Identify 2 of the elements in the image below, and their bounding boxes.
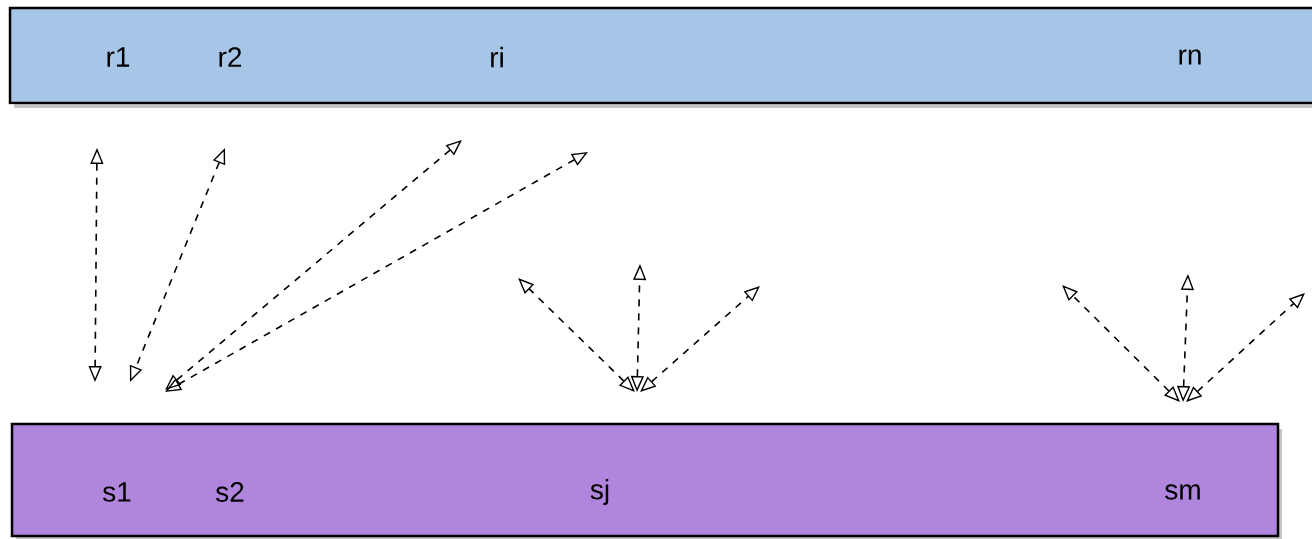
band: r1 r2 ri rn: [8, 6, 1312, 108]
band: s1 s2 sj sm: [10, 422, 1282, 539]
